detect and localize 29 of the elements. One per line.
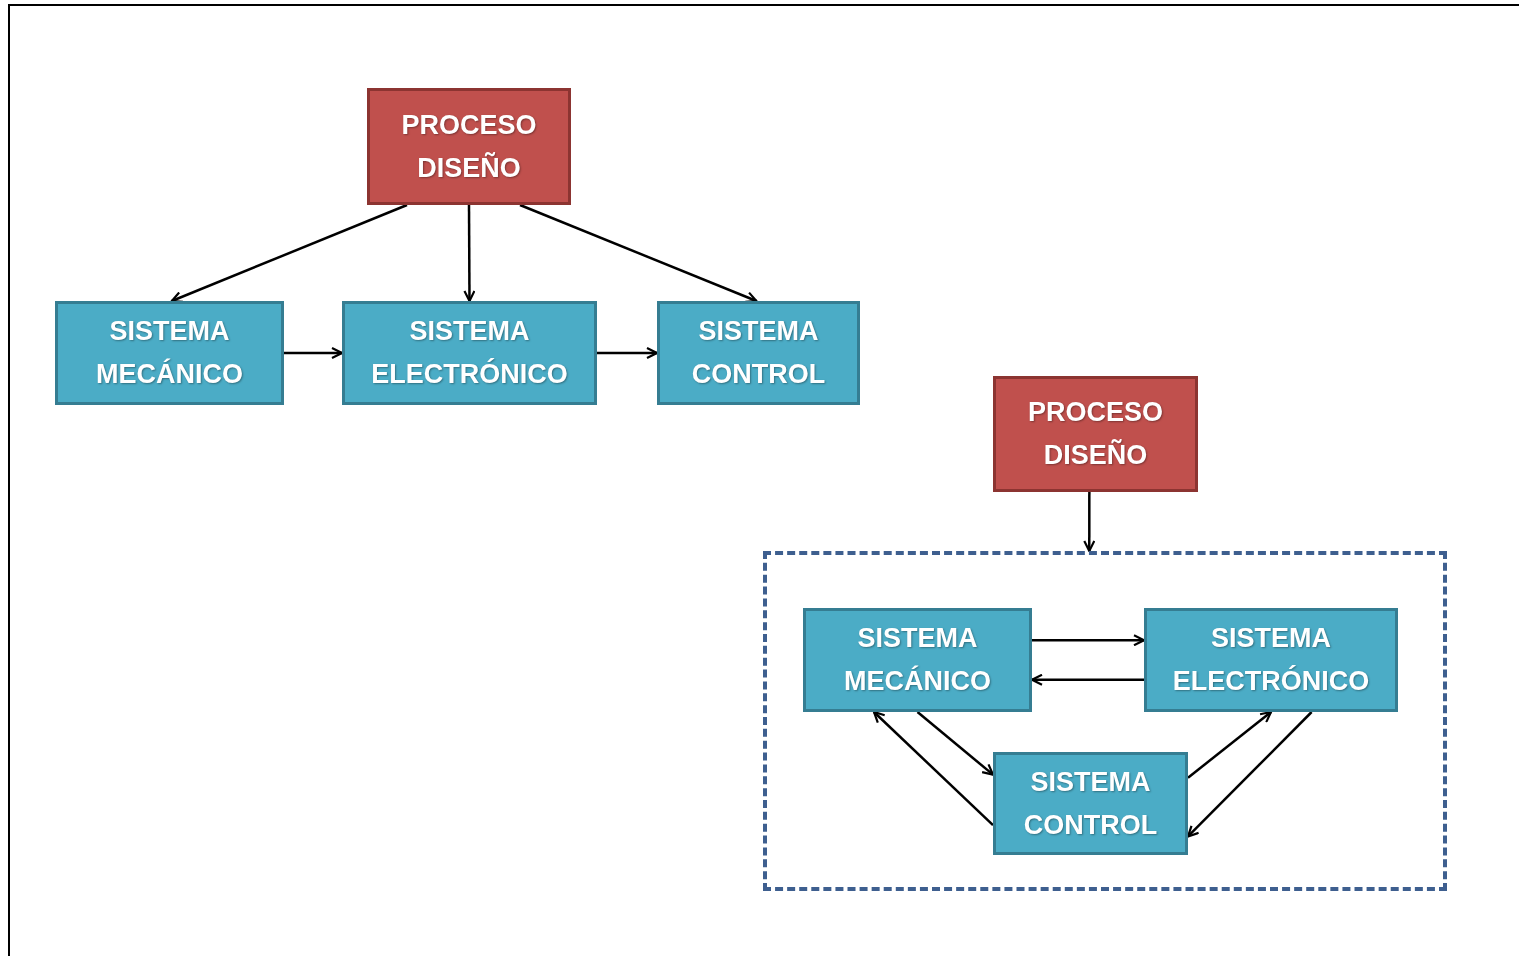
arrow <box>597 346 659 360</box>
arrow <box>1186 711 1313 838</box>
box-label: PROCESO DISEÑO <box>400 108 538 185</box>
system-box <box>657 301 860 405</box>
arrow <box>1030 673 1144 686</box>
arrow <box>170 203 408 303</box>
box-label: SISTEMA ELECTRÓNICO <box>1171 622 1371 698</box>
arrow <box>916 711 995 776</box>
arrow <box>284 346 344 360</box>
system-box <box>1144 608 1398 712</box>
process-box <box>367 88 571 205</box>
system-box <box>342 301 597 405</box>
box-label: SISTEMA MECÁNICO <box>95 315 244 391</box>
arrow <box>463 205 476 303</box>
system-box <box>55 301 284 405</box>
box-label: SISTEMA MECÁNICO <box>843 622 992 698</box>
dashed-group-box <box>763 551 1447 891</box>
box-label: SISTEMA CONTROL <box>690 315 827 391</box>
arrow <box>1032 634 1146 647</box>
arrow <box>1187 710 1273 779</box>
box-label: SISTEMA CONTROL <box>1022 765 1159 842</box>
arrow <box>872 710 994 827</box>
system-box <box>993 752 1188 855</box>
box-label: PROCESO DISEÑO <box>1027 396 1164 472</box>
box-label: SISTEMA ELECTRÓNICO <box>370 315 569 391</box>
system-box <box>803 608 1032 712</box>
arrow <box>1083 492 1096 553</box>
process-box <box>993 376 1198 492</box>
arrow <box>519 203 758 303</box>
